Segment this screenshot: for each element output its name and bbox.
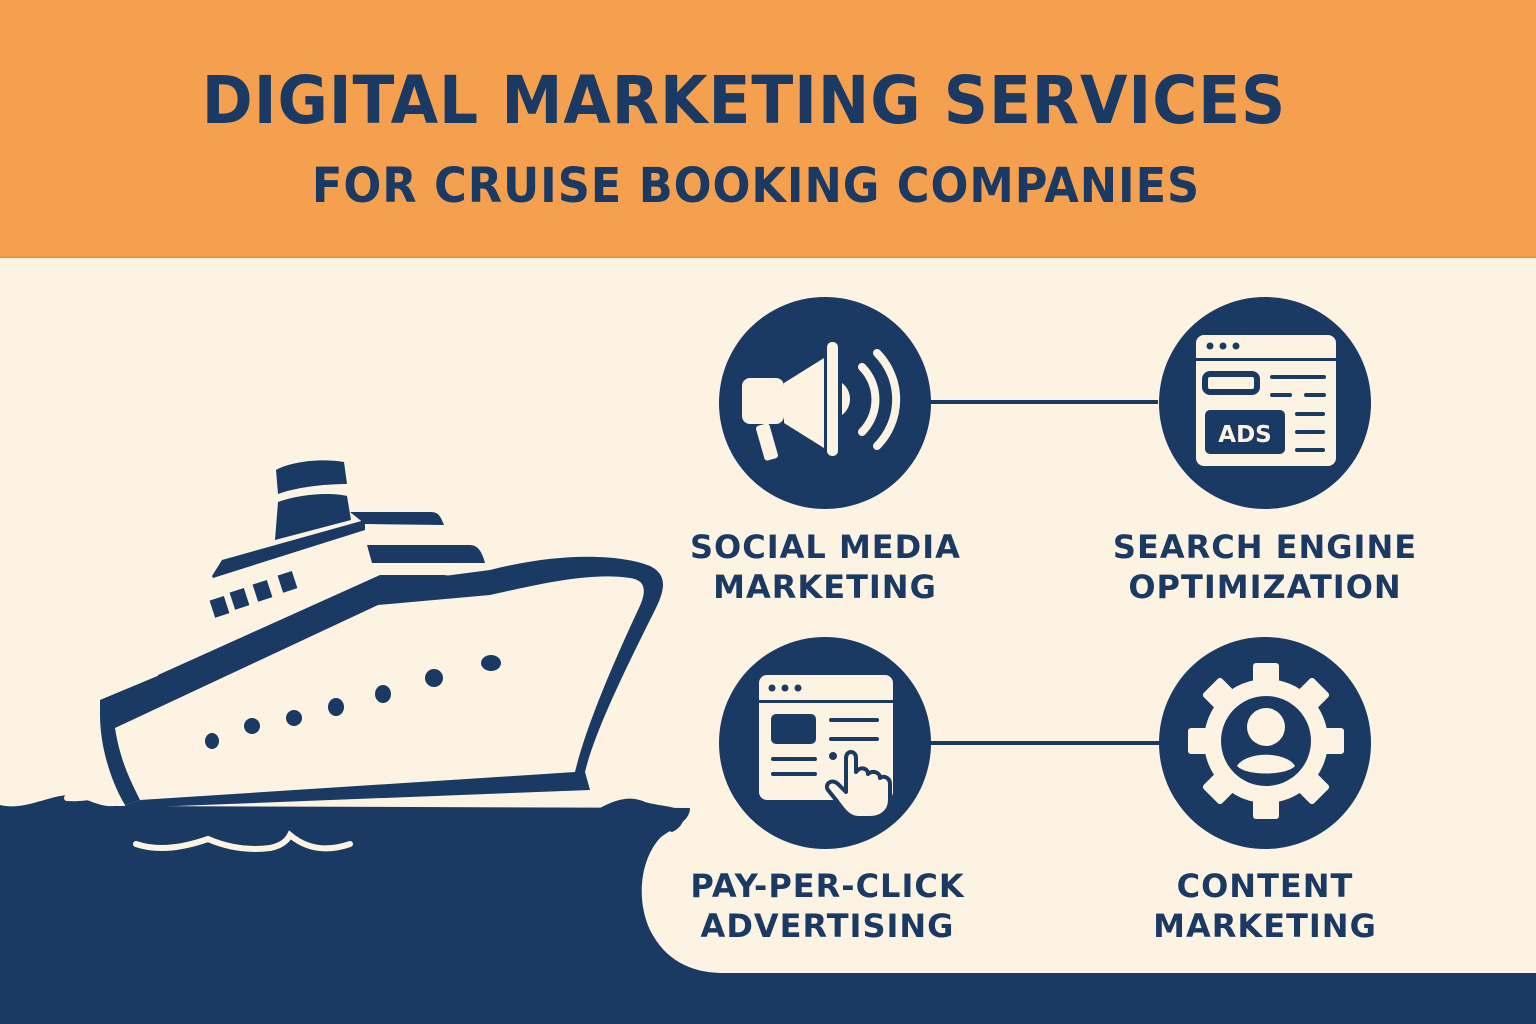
service-content-marketing: CONTENT MARKETING xyxy=(1130,866,1400,946)
browser-ads-icon: ADS xyxy=(1159,297,1371,509)
service-label-line1: CONTENT xyxy=(1176,867,1354,905)
page-title: DIGITAL MARKETING SERVICES xyxy=(201,62,1287,139)
svg-text:ADS: ADS xyxy=(1218,422,1271,448)
header-banner: DIGITAL MARKETING SERVICES FOR CRUISE BO… xyxy=(0,0,1536,258)
service-label-line2: MARKETING xyxy=(713,568,937,606)
service-label-line1: SOCIAL MEDIA xyxy=(690,528,961,566)
service-search-engine-optimization: SEARCH ENGINE OPTIMIZATION xyxy=(1110,527,1420,607)
gear-user-icon xyxy=(1159,637,1371,849)
cruise-ship-icon xyxy=(100,460,664,808)
page-subtitle: FOR CRUISE BOOKING COMPANIES xyxy=(311,158,1201,214)
service-label-line2: MARKETING xyxy=(1153,907,1377,945)
service-pay-per-click-advertising: PAY-PER-CLICK ADVERTISING xyxy=(680,866,975,946)
service-label-line2: ADVERTISING xyxy=(700,907,955,945)
browser-click-icon xyxy=(719,637,931,849)
megaphone-icon xyxy=(719,297,931,509)
service-label-line2: OPTIMIZATION xyxy=(1128,568,1402,606)
service-label-line1: PAY-PER-CLICK xyxy=(690,867,965,905)
service-label-line1: SEARCH ENGINE xyxy=(1112,528,1418,566)
service-social-media-marketing: SOCIAL MEDIA MARKETING xyxy=(690,527,960,607)
